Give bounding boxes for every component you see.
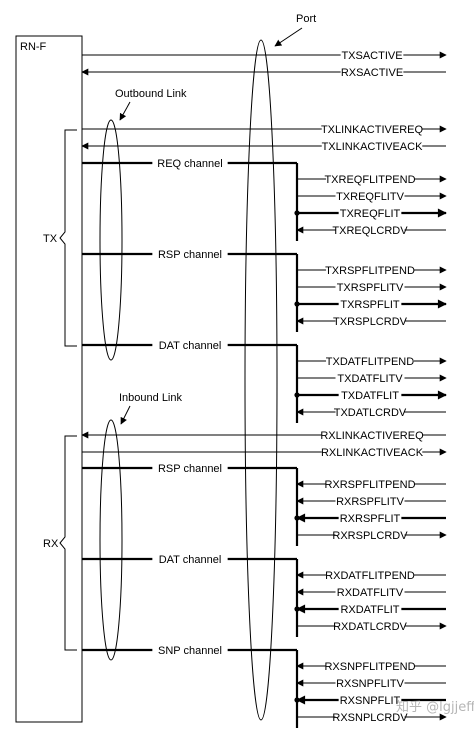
signal-label-rxdatflitv: RXDATFLITV [337,587,404,599]
signal-label-rxrspflitpend: RXRSPFLITPEND [324,479,415,491]
signal-label-txreqlcrdv-bg [335,224,405,237]
junction-dot-rxsnpflit [294,697,300,703]
signal-label-rxdatlcrdv: RXDATLCRDV [333,621,407,633]
signal-label-rxsnpflitv: RXSNPFLITV [336,678,405,690]
signal-label-rxsnplcrdv-bg [335,711,405,724]
signal-label-rxlinkactivereq-bg [321,429,423,442]
tx-label: TX [43,233,58,245]
signal-label-txrsplcrdv-bg [335,315,405,328]
signal-label-txrspflitpend: TXRSPFLITPEND [325,265,415,277]
rx-label: RX [43,538,59,550]
channel-label-rx-dat-channel: DAT channel [159,554,222,566]
signal-label-rxsnplcrdv: RXSNPLCRDV [332,712,408,724]
rx-brace [59,435,77,651]
signal-label-txreqflitpend: TXREQFLITPEND [324,174,415,186]
signal-label-txdatlcrdv: TXDATLCRDV [334,407,407,419]
rn-f-node-box [15,35,83,723]
signal-label-txrspflit-bg [338,298,402,311]
signal-label-txdatflit-bg [338,389,402,402]
signal-label-txdatlcrdv-bg [335,406,405,419]
channel-label-tx-rsp-channel: RSP channel [158,249,222,261]
signal-label-rxrspflitv: RXRSPFLITV [336,496,405,508]
signal-label-txreqlcrdv: TXREQLCRDV [332,225,408,237]
signal-label-txlinkactivereq: TXLINKACTIVEREQ [321,124,424,136]
port-pointer-arrow [274,27,303,47]
signal-label-rxrsplcrdv-bg [335,529,405,542]
signal-label-rxdatflit-bg [338,603,402,616]
outbound-link-ellipse [99,119,123,361]
channel-label-rx-rsp-channel-bg [152,462,228,475]
channel-label-rx-rsp-channel: RSP channel [158,463,222,475]
signal-label-txsactive-bg [340,49,404,62]
signal-label-txrspflitpend-bg [326,264,414,277]
signal-label-rxrspflitpend-bg [326,478,414,491]
signal-label-rxlinkactiveack: RXLINKACTIVEACK [321,447,424,459]
signal-label-rxrspflit: RXRSPFLIT [340,513,401,525]
signal-label-txdatflitv: TXDATFLITV [337,373,403,385]
signal-label-txlinkactiveack-bg [321,140,423,153]
signal-label-txdatflit: TXDATFLIT [341,390,399,402]
signal-label-rxsactive-bg [340,66,404,79]
inbound-link-label: Inbound Link [119,392,182,404]
signal-label-txreqflitpend-bg [326,173,414,186]
channel-label-rx-snp-channel: SNP channel [158,645,222,657]
signal-label-rxsnpflitpend-bg [326,660,414,673]
junction-dot-txreqflit [294,210,300,216]
channel-label-tx-rsp-channel-bg [152,248,228,261]
signal-label-txrsplcrdv: TXRSPLCRDV [333,316,408,328]
port-label: Port [296,13,316,25]
channel-label-rx-snp-channel-bg [152,644,228,657]
inbound-link-pointer [120,405,131,425]
junction-dot-txrspflit [294,301,300,307]
signal-label-rxrsplcrdv: RXRSPLCRDV [332,530,408,542]
signal-label-rxdatflitv-bg [335,586,405,599]
outbound-link-label: Outbound Link [115,88,187,100]
signal-label-rxrspflitv-bg [335,495,405,508]
signal-label-txlinkactivereq-bg [321,123,423,136]
signal-label-rxdatlcrdv-bg [335,620,405,633]
signal-label-rxdatflitpend-bg [326,569,414,582]
signal-label-txrspflitv: TXRSPFLITV [337,282,404,294]
signal-label-rxsactive: RXSACTIVE [341,67,403,79]
signal-label-rxdatflit: RXDATFLIT [340,604,399,616]
signal-layer: TXSACTIVE RXSACTIVE TXLINKACTIVEREQ TXLINKA… [81,49,447,728]
signal-label-rxsnpflit-bg [338,694,402,707]
junction-dot-txdatflit [294,392,300,398]
outbound-link-pointer [119,101,131,121]
signal-label-rxlinkactiveack-bg [321,446,423,459]
junction-dot-rxrspflit [294,515,300,521]
inbound-link-ellipse [99,419,123,661]
signal-label-txdatflitv-bg [335,372,405,385]
signal-label-txreqflitv-bg [335,190,405,203]
signal-label-rxsnpflit: RXSNPFLIT [340,695,401,707]
tx-brace [59,129,77,347]
channel-label-tx-dat-channel: DAT channel [159,340,222,352]
channel-label-rx-dat-channel-bg [152,553,228,566]
channel-label-tx-req-channel: REQ channel [157,158,222,170]
signal-label-txsactive: TXSACTIVE [341,50,402,62]
signal-label-rxsnpflitpend: RXSNPFLITPEND [324,661,415,673]
signal-label-txrspflitv-bg [335,281,405,294]
signal-label-txrspflit: TXRSPFLIT [340,299,400,311]
signal-label-rxsnpflitv-bg [335,677,405,690]
junction-dot-rxdatflit [294,606,300,612]
signal-label-rxlinkactivereq: RXLINKACTIVEREQ [320,430,424,442]
channel-label-tx-req-channel-bg [152,157,228,170]
channel-label-tx-dat-channel-bg [152,339,228,352]
signal-label-txreqflitv: TXREQFLITV [336,191,405,203]
signal-label-rxrspflit-bg [338,512,402,525]
signal-label-txdatflitpend-bg [326,355,414,368]
signal-label-txdatflitpend: TXDATFLITPEND [326,356,414,368]
signal-label-txreqflit-bg [338,207,402,220]
node-label: RN-F [20,41,47,53]
signal-label-txreqflit: TXREQFLIT [340,208,401,220]
port-ellipse [244,39,278,721]
signal-label-txlinkactiveack: TXLINKACTIVEACK [322,141,424,153]
signal-label-rxdatflitpend: RXDATFLITPEND [325,570,415,582]
